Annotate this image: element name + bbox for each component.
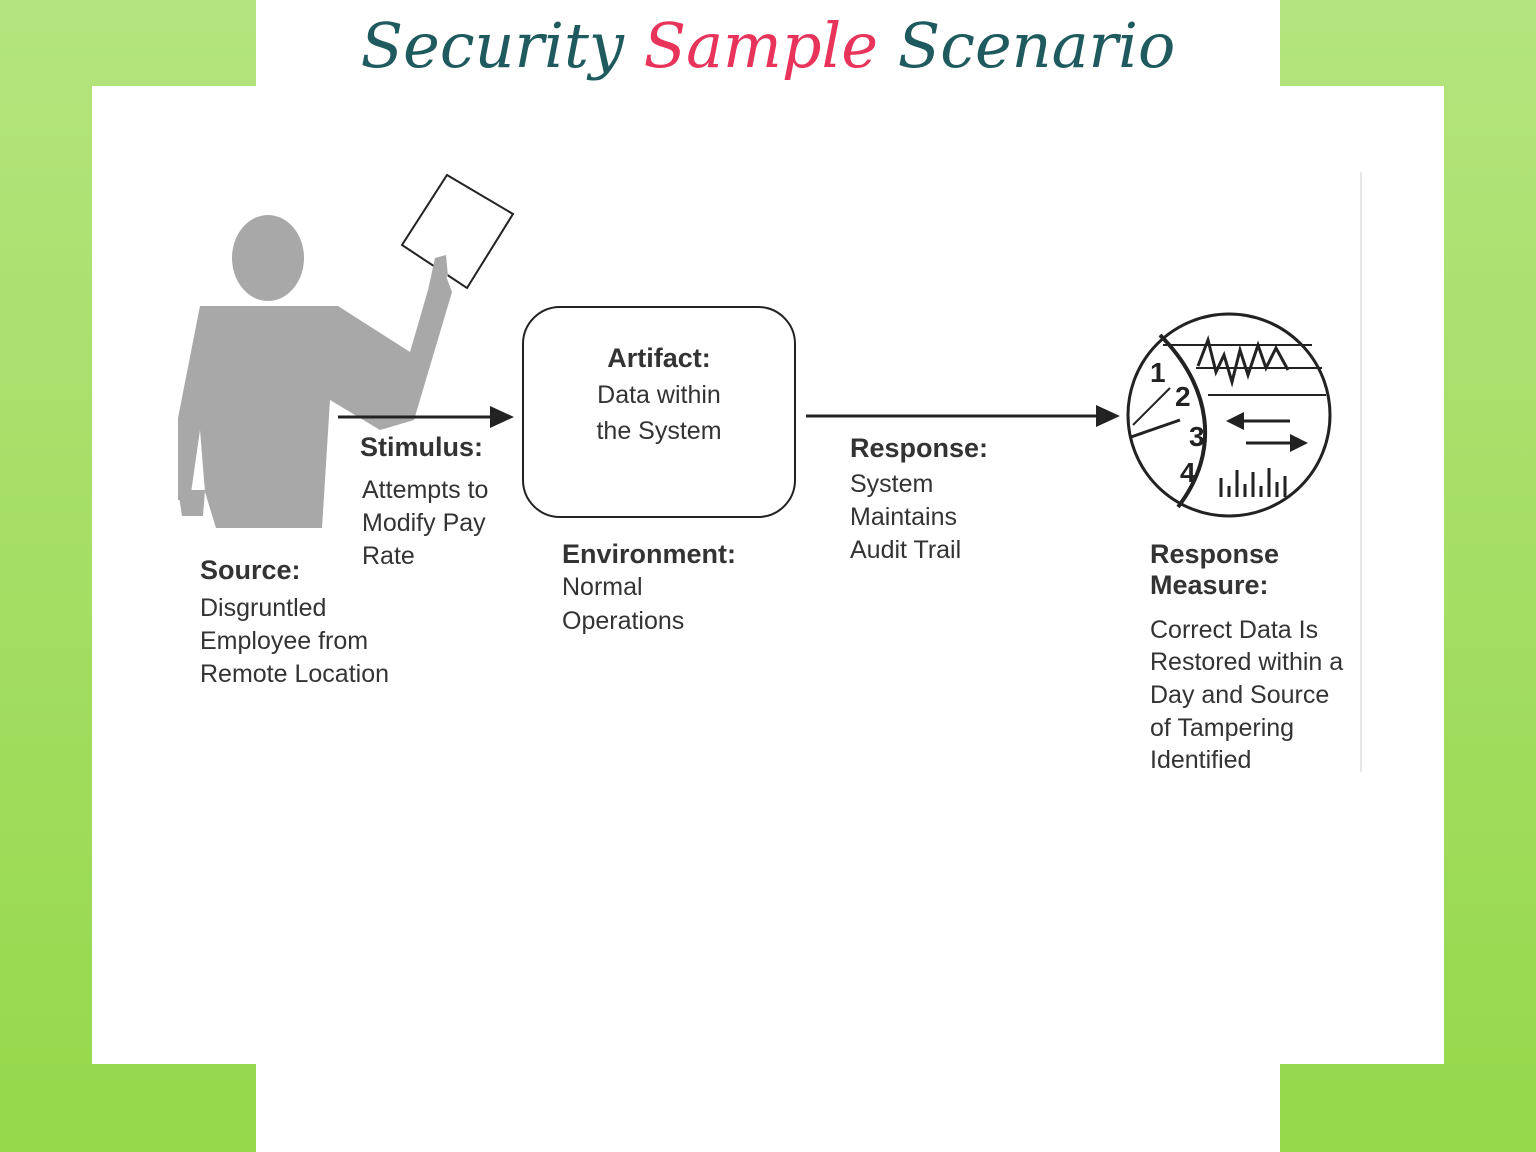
response-measure-heading-1: Response (1150, 539, 1280, 569)
gauge-icon (1126, 312, 1332, 518)
gauge-number-4: 4 (1180, 457, 1196, 488)
artifact-heading: Artifact: (607, 343, 711, 373)
title-word-accent: Sample (643, 9, 879, 82)
paper-icon (400, 173, 515, 290)
source-line-1: Disgruntled (200, 594, 327, 622)
environment-line-2: Operations (562, 607, 685, 635)
gauge-number-2: 2 (1175, 381, 1191, 412)
response-measure-line-1: Correct Data Is (1150, 616, 1319, 644)
source-line-2: Employee from (200, 627, 369, 655)
response-line-3: Audit Trail (850, 536, 962, 564)
response-measure-line-5: Identified (1150, 746, 1252, 774)
response-line-2: Maintains (850, 503, 957, 531)
stimulus-heading: Stimulus: (360, 432, 484, 462)
slide-title: Security Sample Scenario (256, 8, 1280, 84)
title-area: Security Sample Scenario (256, 0, 1280, 86)
source-heading: Source: (200, 555, 301, 585)
response-measure-line-4: of Tampering (1150, 714, 1295, 742)
gauge-number-3: 3 (1189, 421, 1205, 452)
response-measure-line-2: Restored within a (1150, 648, 1344, 676)
stimulus-line-2: Modify Pay (362, 509, 486, 537)
artifact-line-2: the System (596, 417, 722, 445)
divider-line (1360, 172, 1362, 772)
response-heading: Response: (850, 433, 989, 463)
response-arrow (806, 405, 1120, 427)
stimulus-line-1: Attempts to (362, 476, 489, 504)
stimulus-line-3: Rate (362, 542, 415, 570)
response-measure-heading-2: Measure: (1150, 570, 1269, 600)
content-panel (92, 86, 1444, 1064)
source-line-3: Remote Location (200, 660, 390, 688)
artifact-box (522, 306, 796, 518)
person-icon (178, 215, 452, 528)
response-line-1: System (850, 470, 934, 498)
title-word-3: Scenario (897, 9, 1176, 82)
environment-heading: Environment: (562, 539, 737, 569)
gauge-number-1: 1 (1150, 357, 1166, 388)
response-measure-line-3: Day and Source (1150, 681, 1330, 709)
environment-line-1: Normal (562, 573, 643, 601)
artifact-line-1: Data within (597, 381, 721, 409)
stimulus-arrow (338, 406, 514, 428)
title-word-1: Security (360, 9, 624, 82)
